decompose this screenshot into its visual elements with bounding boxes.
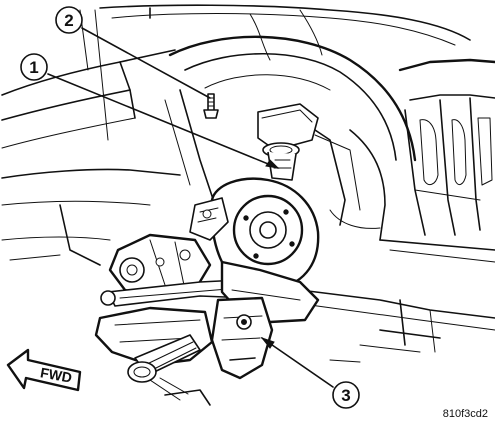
leader-line-3 bbox=[261, 337, 334, 388]
callout-1: 1 bbox=[20, 53, 48, 81]
leader-lines bbox=[47, 27, 334, 388]
knuckle-assembly bbox=[94, 177, 320, 406]
callout-2: 2 bbox=[55, 6, 83, 34]
callout-label-1: 1 bbox=[29, 58, 38, 77]
fwd-label: FWD bbox=[39, 364, 73, 385]
callout-label-2: 2 bbox=[64, 11, 73, 30]
figure-code: 810f3cd2 bbox=[443, 408, 488, 420]
strut-mount bbox=[257, 103, 319, 181]
leader-line-1 bbox=[47, 73, 279, 169]
vehicle-body-structure bbox=[1, 4, 495, 363]
fwd-arrow: FWD bbox=[6, 348, 82, 392]
callout-label-3: 3 bbox=[341, 386, 350, 405]
leader-line-2 bbox=[81, 27, 211, 99]
bolt-part bbox=[203, 93, 219, 119]
callout-3: 3 bbox=[332, 381, 360, 409]
